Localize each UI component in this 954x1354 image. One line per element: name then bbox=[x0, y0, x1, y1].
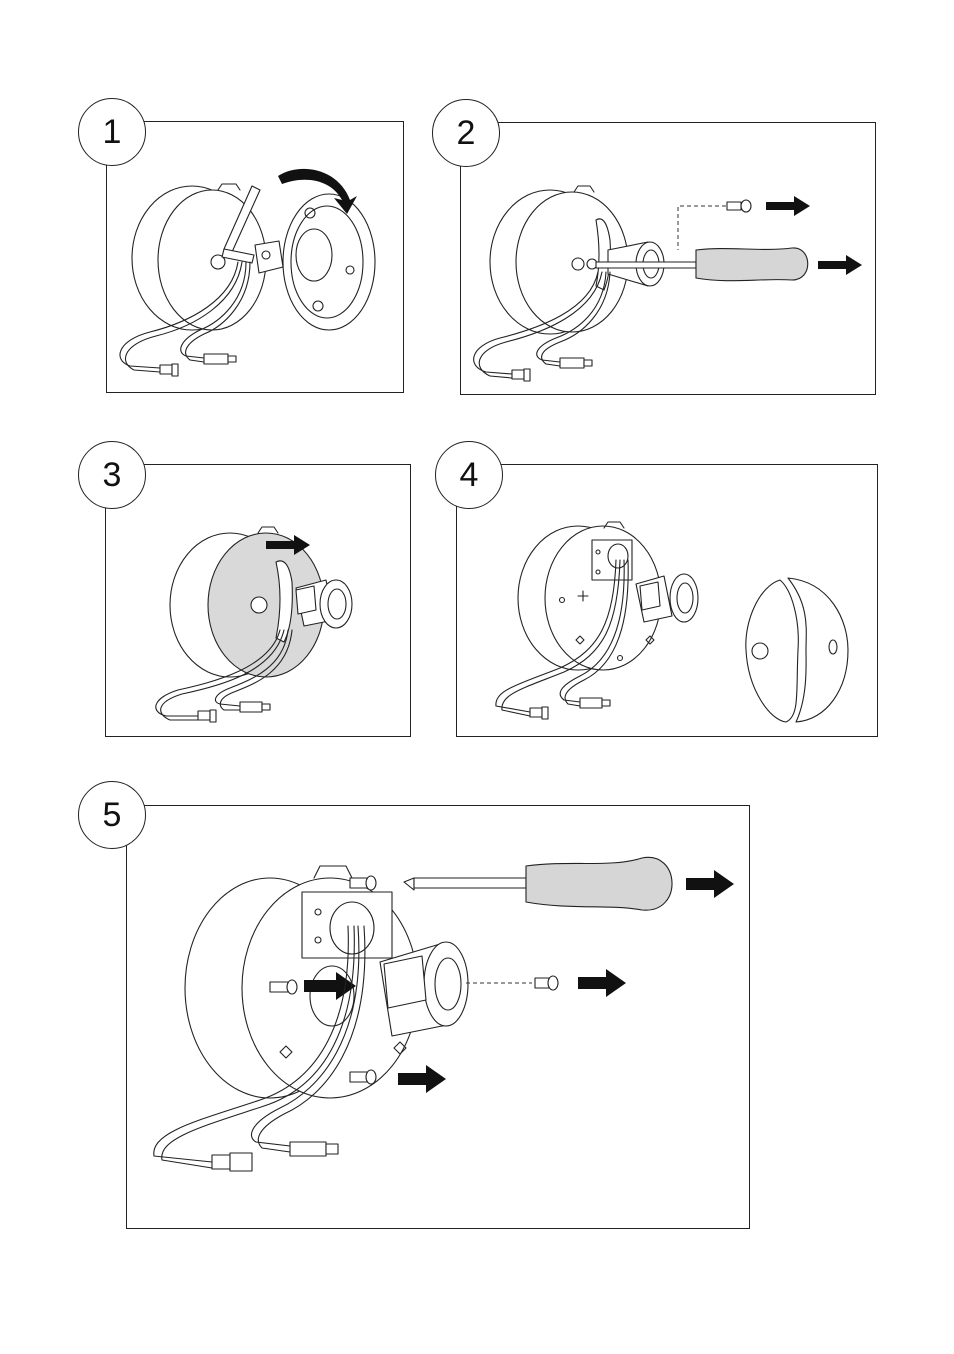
step-3-panel bbox=[105, 464, 411, 737]
step-5-badge: 5 bbox=[78, 781, 146, 849]
step-4-badge: 4 bbox=[435, 441, 503, 509]
step-2-panel bbox=[460, 122, 876, 395]
step-3-badge: 3 bbox=[78, 441, 146, 509]
step-1-panel bbox=[106, 121, 404, 393]
step-4-panel bbox=[456, 464, 878, 737]
step-1-badge: 1 bbox=[78, 98, 146, 166]
step-5-panel bbox=[126, 805, 750, 1229]
step-2-badge: 2 bbox=[432, 99, 500, 167]
